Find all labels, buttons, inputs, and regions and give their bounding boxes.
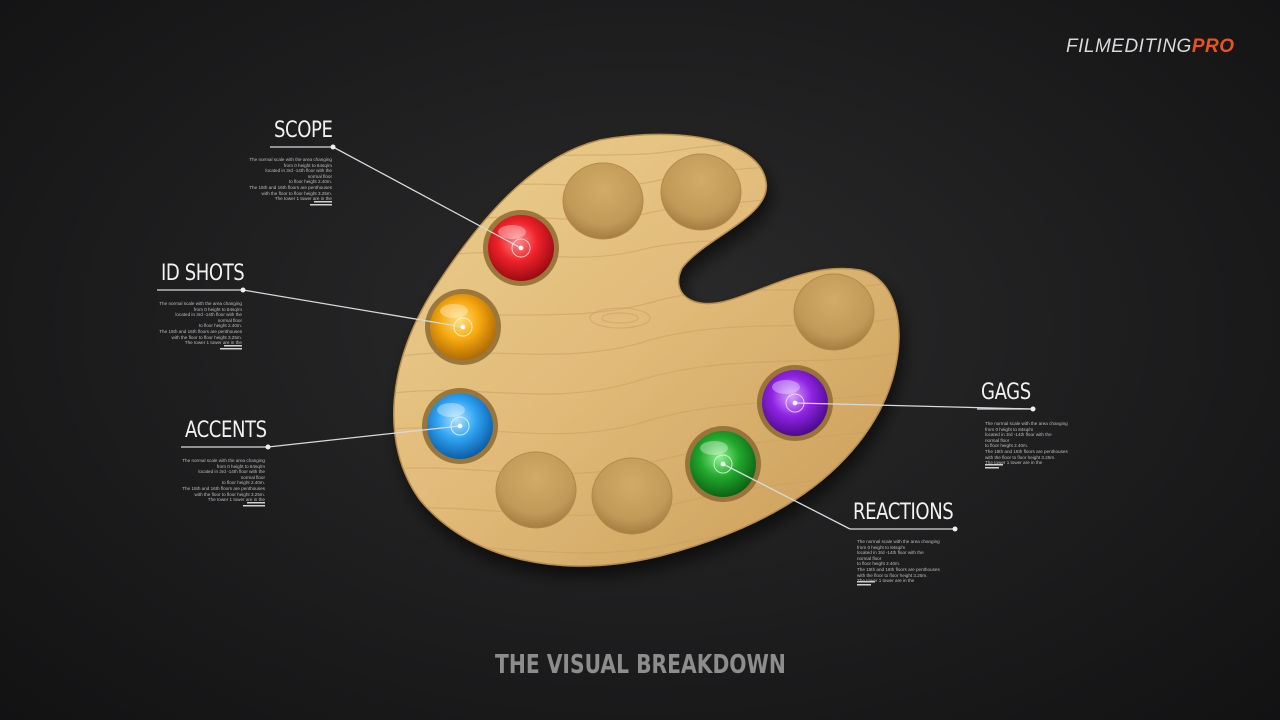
connector-lines	[157, 146, 1034, 530]
scope-description: The normal scale with the area changing …	[249, 157, 332, 202]
empty-wells	[495, 153, 875, 535]
empty-well	[562, 162, 644, 240]
reactions-dot	[952, 526, 958, 532]
brand-film: FILM	[1066, 36, 1112, 57]
id-shots-connector	[242, 289, 464, 328]
empty-well	[591, 457, 673, 535]
scope-dot	[330, 144, 336, 150]
paint-center-marks	[450, 238, 805, 474]
gags-title: GAGS	[981, 380, 1031, 405]
scope-connector	[332, 146, 522, 249]
gags-description: The normal scale with the area changing …	[985, 421, 1068, 466]
gags-dot	[1030, 406, 1036, 412]
id-shots-dot	[240, 287, 246, 293]
reactions-title: REACTIONS	[853, 500, 954, 525]
empty-well	[660, 153, 742, 231]
brand-editing: EDITING	[1111, 36, 1192, 57]
footer-title-text: THE VISUAL BREAKDOWN	[494, 650, 786, 680]
footer-title: THE VISUAL BREAKDOWN	[0, 650, 1280, 680]
accents-description: The normal scale with the area changing …	[182, 458, 265, 503]
desc-underlines	[220, 201, 1003, 586]
accents-title: ACCENTS	[185, 418, 267, 443]
accents-dot	[265, 444, 271, 450]
brand-logo: FILMEDITINGPRO	[1066, 36, 1235, 58]
accents-connector	[267, 425, 461, 448]
scope-title: SCOPE	[274, 118, 333, 143]
reactions-description: The normal scale with the area changing …	[857, 539, 940, 584]
id-shots-title: ID SHOTS	[161, 261, 245, 286]
id-shots-description: The normal scale with the area changing …	[159, 301, 242, 346]
brand-pro: PRO	[1191, 36, 1235, 57]
empty-well	[793, 273, 875, 351]
reactions-connector	[722, 463, 851, 530]
gags-connector	[794, 402, 1034, 410]
empty-well	[495, 451, 577, 529]
connector-dots	[240, 144, 1036, 532]
